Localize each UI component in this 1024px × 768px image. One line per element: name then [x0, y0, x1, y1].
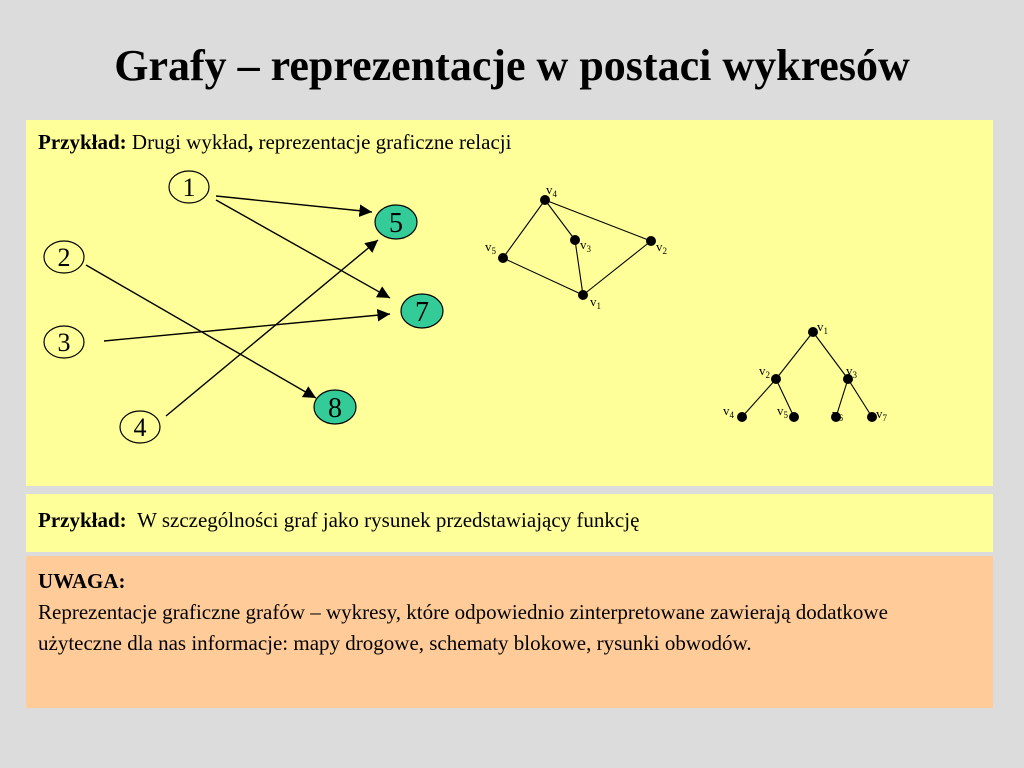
tree-vertex-v7 — [867, 412, 877, 422]
tree-vertex-v2 — [771, 374, 781, 384]
edge-4-5 — [165, 239, 379, 417]
label-v5-text: v5 — [485, 239, 497, 256]
node-7: 7 — [400, 293, 444, 329]
label-v4-text: v4 — [546, 182, 558, 199]
node-7-label: 7 — [415, 297, 429, 328]
tree-edge-v3-v6 — [835, 378, 849, 418]
tree-edge-v2-v5 — [775, 378, 795, 418]
node-5-label: 5 — [389, 208, 403, 239]
example2-text: W szczególności graf jako rysunek przeds… — [137, 508, 640, 532]
node-2-label: 2 — [58, 243, 71, 272]
svg-text:v1: v1 — [590, 294, 601, 311]
diagrams-canvas: 1 2 3 4 5 7 8 — [43, 170, 888, 444]
vertex-v5 — [498, 253, 508, 263]
node-4-label: 4 — [134, 413, 147, 442]
example2-box: Przykład: W szczególności graf jako rysu… — [26, 494, 993, 552]
vertex-v3 — [570, 235, 580, 245]
vertex-v2 — [646, 236, 656, 246]
vertex-v1 — [578, 290, 588, 300]
edge-v2-v1 — [582, 240, 652, 296]
tree-edge-v1-v2 — [775, 331, 814, 380]
edge-3-7 — [103, 308, 391, 342]
node-1-label: 1 — [183, 173, 196, 202]
example1-caption: Przykład: Drugi wykład, reprezentacje gr… — [38, 128, 511, 156]
label-v3-text: v3 — [580, 237, 592, 254]
node-3-label: 3 — [58, 328, 71, 357]
edge-v5-v1 — [502, 257, 584, 296]
label-v1-text: v1 — [590, 294, 601, 311]
example2-caption: Przykład: W szczególności graf jako rysu… — [38, 506, 639, 534]
node-2: 2 — [43, 240, 85, 274]
tree-edge-v2-v4 — [741, 378, 777, 418]
note-box: UWAGA: Reprezentacje graficzne grafów – … — [26, 556, 993, 708]
example2-label: Przykład: — [38, 508, 127, 532]
label-v1: v1 — [590, 294, 601, 311]
node-5: 5 — [374, 204, 418, 240]
svg-text:v3: v3 — [580, 237, 592, 254]
example1-comma: , — [247, 130, 254, 154]
svg-text:v5: v5 — [485, 239, 497, 256]
edge-1-7 — [215, 199, 391, 299]
example1-box: Przykład: Drugi wykład, reprezentacje gr… — [26, 120, 993, 486]
tree-vertex-v5 — [789, 412, 799, 422]
tree-label-v2: v2 — [759, 363, 770, 380]
tree-edge-v1-v3 — [812, 331, 849, 380]
example1-label: Przykład: — [38, 130, 127, 154]
edge-v4-v2 — [544, 199, 652, 242]
bipartite-diagram: 1 2 3 4 5 7 8 — [43, 170, 444, 444]
tree-label-v6: v6 — [832, 406, 844, 423]
tree-edge-v3-v7 — [847, 378, 873, 418]
node-3: 3 — [43, 325, 85, 359]
tree-graph: v1 v2 v3 v4 v5 v6 v7 — [723, 319, 888, 423]
svg-text:v4: v4 — [546, 182, 558, 199]
edge-v4-v5 — [502, 199, 546, 259]
tree-label-v1: v1 — [817, 319, 828, 336]
tree-label-v5: v5 — [777, 403, 789, 420]
node-8: 8 — [313, 389, 357, 425]
tree-label-v4: v4 — [723, 403, 735, 420]
vertex-v4 — [540, 195, 550, 205]
edge-v3-v1 — [574, 239, 584, 296]
node-1: 1 — [168, 170, 210, 204]
tree-vertex-v3 — [843, 374, 853, 384]
tree-vertex-v1 — [808, 327, 818, 337]
label-v4: v4 — [546, 182, 558, 199]
note-text: Reprezentacje graficzne grafów – wykresy… — [38, 600, 888, 655]
node-4: 4 — [119, 410, 161, 444]
tree-vertex-v6 — [831, 412, 841, 422]
tree-label-v3: v3 — [846, 363, 858, 380]
graph-v1-v5: v4 v3 v2 v5 v1 — [485, 182, 667, 311]
label-v2-text: v2 — [656, 239, 667, 256]
slide-title: Grafy – reprezentacje w postaci wykresów — [114, 41, 910, 90]
label-v3: v3 — [580, 237, 592, 254]
svg-text:v2: v2 — [656, 239, 667, 256]
node-8-label: 8 — [328, 393, 342, 424]
label-v2: v2 — [656, 239, 667, 256]
note-content: UWAGA: Reprezentacje graficzne grafów – … — [38, 566, 968, 659]
edge-v4-v3 — [544, 199, 576, 241]
edge-1-5 — [215, 195, 373, 217]
label-v5: v5 — [485, 239, 497, 256]
example1-text-before: Drugi wykład — [126, 130, 248, 154]
example1-text-after: reprezentacje graficzne relacji — [253, 130, 512, 154]
tree-label-v7: v7 — [876, 406, 888, 423]
tree-vertex-v4 — [737, 412, 747, 422]
note-label: UWAGA: — [38, 569, 126, 593]
